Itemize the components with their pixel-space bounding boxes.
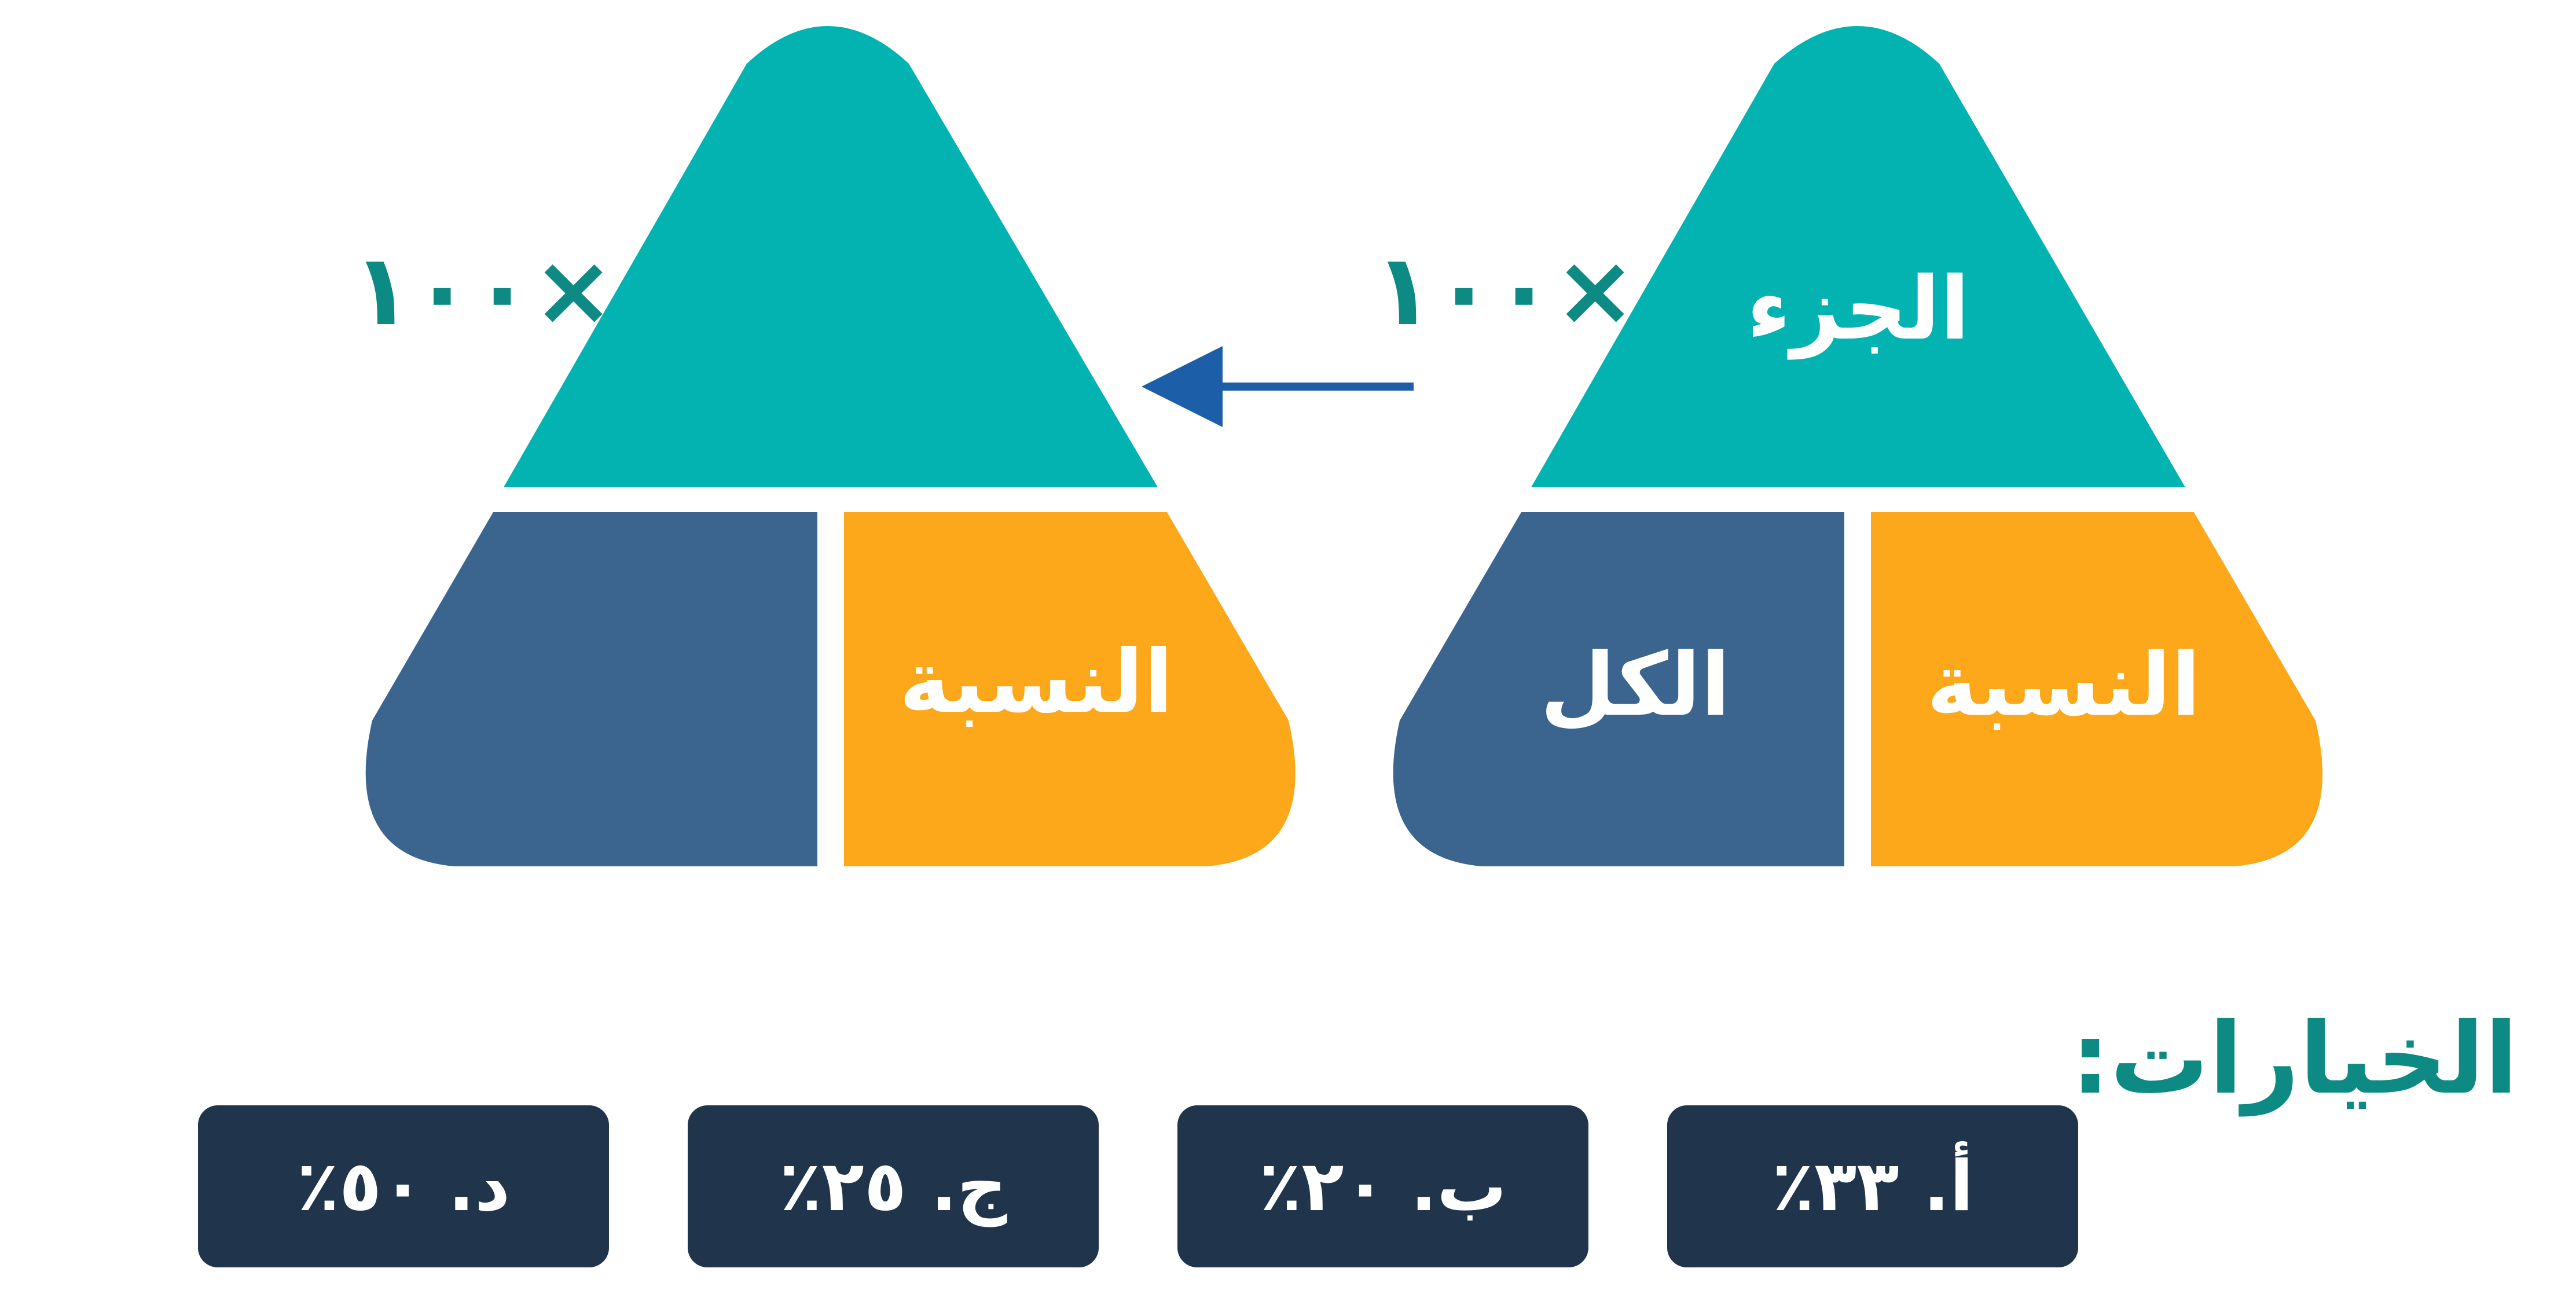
options-heading: الخيارات: <box>2071 1002 2518 1116</box>
right-triangle-multiplier: ×١٠٠ <box>1374 233 1636 348</box>
right-triangle: الجزء الكل النسبة ×١٠٠ <box>1374 26 2323 866</box>
right-triangle-part-label: الجزء <box>1746 259 1970 360</box>
right-triangle-whole-label: الكل <box>1540 635 1731 736</box>
left-triangle-right-segment <box>844 512 1296 866</box>
option-d-button[interactable]: د. ٥٠٪ <box>198 1105 609 1267</box>
option-b-button[interactable]: ب. ٢٠٪ <box>1177 1105 1588 1267</box>
right-triangle-left-segment <box>1393 512 1844 866</box>
left-triangle: النسبة ×١٠٠ <box>352 26 1296 866</box>
right-triangle-right-segment <box>1871 512 2323 866</box>
option-c-button[interactable]: ج. ٢٥٪ <box>688 1105 1099 1267</box>
right-triangle-top-segment <box>1531 26 2185 487</box>
left-triangle-left-segment <box>365 512 817 866</box>
option-a-button[interactable]: أ. ٣٣٪ <box>1667 1105 2078 1267</box>
left-triangle-multiplier: ×١٠٠ <box>352 233 615 348</box>
right-triangle-ratio-label: النسبة <box>1927 635 2201 736</box>
left-triangle-top-segment <box>504 26 1158 487</box>
left-triangle-ratio-label: النسبة <box>899 632 1173 733</box>
